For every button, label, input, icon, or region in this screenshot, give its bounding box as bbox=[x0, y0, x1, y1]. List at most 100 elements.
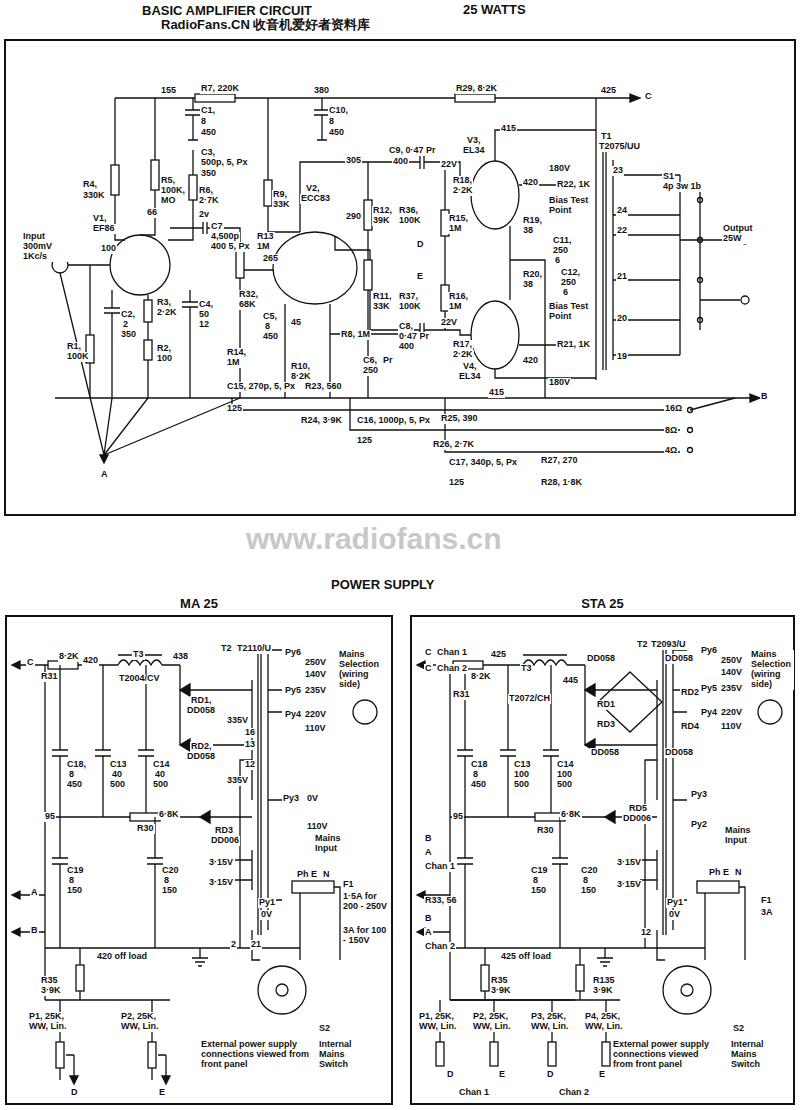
component-label: 1M bbox=[448, 302, 463, 312]
component-label: Py4 bbox=[700, 708, 718, 718]
component-label: 100 bbox=[100, 244, 117, 254]
component-label: C3, bbox=[200, 148, 216, 158]
polygon-shape bbox=[12, 891, 20, 899]
polygon-shape bbox=[12, 661, 20, 669]
component-label: R3, bbox=[156, 298, 172, 308]
component-label: 335V bbox=[226, 776, 249, 786]
component-label: 39K bbox=[372, 216, 391, 226]
component-label: T1 bbox=[600, 132, 613, 142]
component-label: 125 bbox=[226, 404, 243, 414]
diagram-title: BASIC AMPLIFIER CIRCUIT bbox=[140, 3, 314, 18]
component-label: 150 bbox=[580, 886, 597, 896]
polygon-shape bbox=[180, 684, 190, 696]
amplifier-circuit bbox=[5, 40, 795, 515]
component-label: Py5 bbox=[284, 686, 302, 696]
rect-shape bbox=[548, 1042, 556, 1066]
component-label: 40 bbox=[154, 770, 166, 780]
component-label: C13 bbox=[109, 760, 128, 770]
component-label: 110V bbox=[720, 722, 743, 732]
component-label: DD058 bbox=[664, 654, 694, 664]
component-label: 100K bbox=[398, 302, 422, 312]
component-label: R11, bbox=[372, 292, 393, 302]
panel-heading: MA 25 bbox=[7, 596, 391, 612]
component-label: 250 bbox=[552, 246, 569, 256]
component-label: C4, bbox=[198, 300, 214, 310]
rect-shape bbox=[292, 881, 334, 893]
component-label: E bbox=[310, 870, 318, 880]
component-label: 8 bbox=[532, 876, 539, 886]
component-label: R4, bbox=[82, 180, 98, 190]
component-label: R29, 8·2K bbox=[455, 84, 498, 94]
component-label: 13 bbox=[244, 740, 256, 750]
component-label: 500 bbox=[109, 780, 126, 790]
path-shape bbox=[450, 948, 620, 1000]
component-label: Chan 1 bbox=[458, 1088, 490, 1098]
component-label: Py3 bbox=[282, 794, 300, 804]
component-label: S1 bbox=[662, 172, 675, 182]
component-label: R14, bbox=[226, 348, 247, 358]
component-label: Ph bbox=[708, 868, 722, 878]
component-label: 450 bbox=[66, 780, 83, 790]
component-label: 265 bbox=[262, 254, 279, 264]
path-shape bbox=[52, 665, 154, 817]
component-label: Chan 2 bbox=[436, 664, 468, 674]
component-label: C16, 1000p, 5, Px bbox=[356, 416, 431, 426]
component-label: B bbox=[760, 392, 769, 402]
component-label: DD058 bbox=[186, 752, 216, 762]
polygon-shape bbox=[100, 455, 108, 463]
path-shape bbox=[510, 226, 545, 398]
component-label: RD2, bbox=[190, 742, 213, 752]
component-label: A bbox=[424, 848, 433, 858]
component-label: R20, bbox=[522, 270, 543, 280]
component-label: C2, bbox=[120, 310, 136, 320]
component-label: 125 bbox=[356, 436, 373, 446]
component-label: Mains Input bbox=[724, 826, 762, 846]
component-label: 100 bbox=[156, 354, 173, 364]
component-label: Bias Test Point bbox=[548, 196, 594, 216]
circle-shape bbox=[258, 966, 306, 1014]
component-label: 8 bbox=[200, 117, 207, 127]
component-label: C19 bbox=[66, 866, 85, 876]
component-label: T2 bbox=[220, 644, 233, 654]
component-label: 21 bbox=[250, 940, 262, 950]
component-label: RD3 bbox=[214, 826, 234, 836]
component-label: R23, 560 bbox=[304, 382, 343, 392]
path-shape bbox=[182, 290, 198, 398]
component-label: R26, 2·7K bbox=[432, 440, 475, 450]
rect-shape bbox=[236, 250, 244, 278]
component-label: 16 bbox=[244, 728, 256, 738]
component-label: P1, 25K, WW, Lin. bbox=[418, 1012, 470, 1032]
component-label: N bbox=[734, 868, 743, 878]
component-label: 140V bbox=[304, 670, 327, 680]
circle-shape bbox=[110, 235, 170, 295]
component-label: Mains Selection (wiring side) bbox=[750, 650, 794, 690]
circle-shape bbox=[698, 278, 703, 283]
component-label: 305 bbox=[345, 156, 362, 166]
path-shape bbox=[45, 948, 300, 966]
polygon-shape bbox=[180, 739, 190, 751]
component-label: 100 bbox=[556, 770, 573, 780]
component-label: C1, bbox=[200, 106, 216, 116]
component-label: E bbox=[498, 1070, 506, 1080]
component-label: D bbox=[546, 1070, 555, 1080]
component-label: 6 bbox=[554, 256, 561, 266]
component-label: F1 bbox=[760, 896, 773, 906]
component-label: 1M bbox=[256, 242, 271, 252]
component-label: Py1 bbox=[666, 898, 684, 908]
component-label: E bbox=[416, 272, 424, 282]
path-shape bbox=[268, 98, 300, 232]
component-label: 95 bbox=[44, 812, 56, 822]
component-label: 3·15V bbox=[208, 878, 234, 888]
component-label: 2·2K bbox=[452, 350, 474, 360]
component-label: 23 bbox=[612, 166, 624, 176]
component-label: 38 bbox=[522, 280, 534, 290]
component-label: Input 300mV 1Kc/s bbox=[22, 232, 68, 262]
path-shape bbox=[20, 664, 180, 665]
component-label: R22, 1K bbox=[556, 180, 591, 190]
component-label: External power supply connections viewed… bbox=[200, 1040, 312, 1070]
component-label: 0·47 Pr bbox=[398, 332, 430, 342]
component-label: 420 bbox=[522, 178, 539, 188]
polygon-shape bbox=[200, 811, 210, 823]
circle-shape bbox=[741, 296, 749, 304]
ellipse-shape bbox=[471, 161, 519, 229]
